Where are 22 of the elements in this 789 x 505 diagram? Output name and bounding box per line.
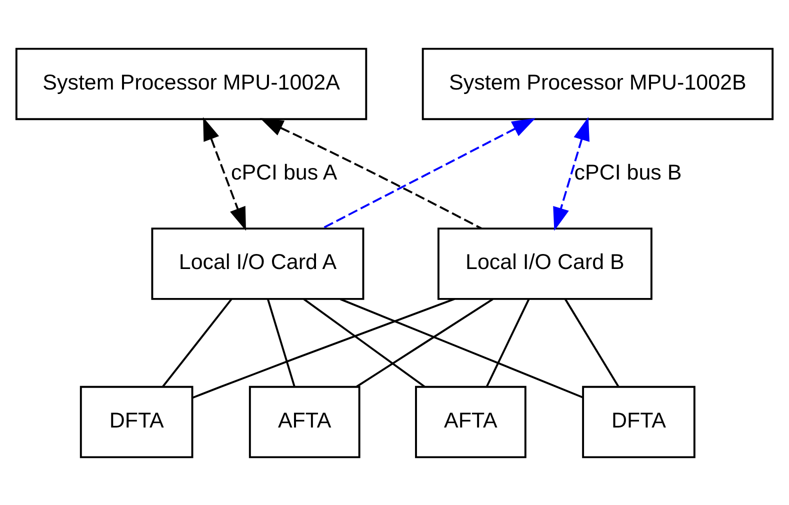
arrow (203, 116, 246, 230)
connector (486, 298, 530, 387)
edge-label: cPCI bus B (574, 160, 682, 184)
connector (303, 298, 426, 387)
connector (356, 298, 494, 387)
node-box: AFTA (248, 385, 360, 458)
node-box: DFTA (80, 385, 194, 458)
node-box: System Processor MPU-1002A (15, 47, 368, 120)
node-box: Local I/O Card B (437, 227, 652, 300)
edge-label: cPCI bus A (230, 160, 338, 184)
node-box: AFTA (415, 385, 526, 458)
node-box: System Processor MPU-1002B (422, 47, 774, 120)
arrow (322, 118, 536, 229)
connector (162, 298, 232, 387)
node-box: DFTA (582, 385, 696, 458)
arrow (553, 116, 590, 230)
arrow (260, 117, 482, 229)
connector (340, 298, 584, 398)
connector (266, 298, 296, 386)
connector (564, 298, 620, 387)
node-box: Local I/O Card A (151, 227, 364, 300)
connector (192, 298, 455, 398)
